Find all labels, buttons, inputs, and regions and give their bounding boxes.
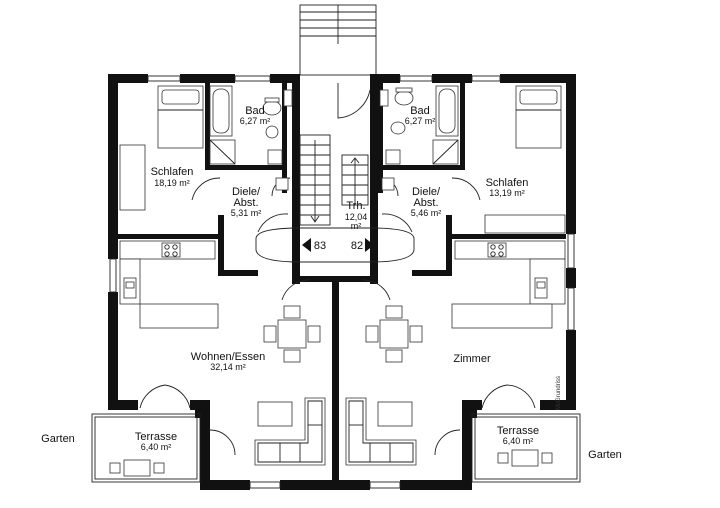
diele-left-label-1: Diele/ (232, 186, 261, 198)
arrow-left-icon (302, 238, 311, 252)
garten-right-label: Garten (588, 449, 622, 461)
schlafen-left-area: 18,19 m² (154, 178, 190, 188)
diele-left-label-2: Abst. (233, 197, 258, 209)
bed-right (515, 85, 562, 149)
bed-left (157, 85, 204, 149)
garten-left-label: Garten (41, 433, 75, 445)
terrace-right-outline (471, 413, 581, 483)
treppenhaus-label: Trh. (346, 200, 365, 212)
schlafen-right-label: Schlafen (486, 177, 529, 189)
diele-right-label-2: Abst. (413, 197, 438, 209)
terrace-table-right (497, 449, 553, 467)
bad-left-label: Bad (245, 105, 265, 117)
bad-right-label: Bad (410, 105, 430, 117)
bad-right-area: 6,27 m² (405, 116, 436, 126)
terrasse-right-label: Terrasse (497, 425, 539, 437)
coffee-table-right (377, 401, 413, 427)
arrow-right-icon (365, 238, 374, 252)
diele-right-area: 5,46 m² (411, 208, 442, 218)
staircase (255, 134, 415, 263)
watermark: McGrundriss (556, 376, 562, 410)
terrasse-right-area: 6,40 m² (503, 436, 534, 446)
doors (139, 83, 536, 456)
treppenhaus-unit: m² (351, 221, 362, 231)
entrance-steps (299, 4, 377, 76)
sofa-right (345, 397, 417, 466)
wohnen-area: 32,14 m² (210, 362, 246, 372)
terrasse-left-label: Terrasse (135, 431, 177, 443)
coffee-table-left (257, 401, 293, 427)
bathroom-fixtures-right (379, 85, 459, 191)
terrasse-left-area: 6,40 m² (141, 442, 172, 452)
diele-left-area: 5,31 m² (231, 208, 262, 218)
wohnen-label: Wohnen/Essen (191, 351, 265, 363)
bad-left-area: 6,27 m² (240, 116, 271, 126)
terrace-left-outline (91, 413, 201, 483)
schlafen-left-label: Schlafen (151, 166, 194, 178)
interior-walls (118, 83, 566, 480)
wardrobe-left (119, 144, 146, 211)
stair-number-left: 83 (314, 240, 326, 252)
terrace-table-left (109, 459, 165, 477)
bathroom-fixtures-left (209, 85, 293, 191)
sofa-left (254, 397, 326, 466)
wardrobe-right (484, 214, 566, 234)
outer-walls (108, 74, 576, 490)
zimmer-label: Zimmer (453, 353, 491, 365)
stair-number-right: 82 (351, 240, 363, 252)
dining-table-left (263, 305, 321, 363)
schlafen-right-area: 13,19 m² (489, 188, 525, 198)
treppenhaus-area: 12,04 (345, 212, 368, 222)
windows (109, 75, 575, 489)
kitchen-left (119, 240, 219, 329)
diele-right-label-1: Diele/ (412, 186, 441, 198)
kitchen-right (451, 240, 566, 329)
dining-table-right (365, 305, 423, 363)
